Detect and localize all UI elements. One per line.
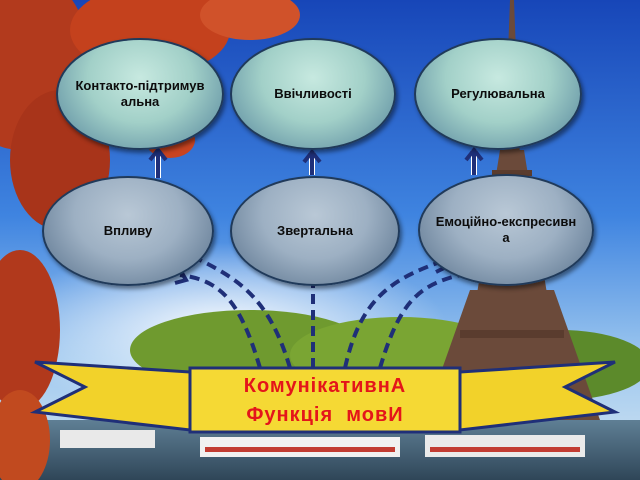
node-regulatory: Регулювальна xyxy=(414,38,582,150)
banner-title: КомунікативнА Функція мовИ xyxy=(190,372,460,430)
banner-ribbon xyxy=(29,360,621,434)
node-address: Звертальна xyxy=(230,176,400,286)
node-contact-support: Контакто-підтримувальна xyxy=(56,38,224,150)
node-label: Регулювальна xyxy=(451,86,545,101)
banner-line-1: КомунікативнА xyxy=(243,375,407,397)
node-label: Впливу xyxy=(103,223,153,238)
node-emotional-expressive: Емоційно-експресивна xyxy=(418,174,594,286)
banner-line-2: Функція мовИ xyxy=(246,404,404,426)
node-label: Звертальна xyxy=(277,223,353,238)
node-label: Ввічливості xyxy=(274,86,352,101)
arrow-to-influence xyxy=(179,273,262,369)
arrow-to-influence-2 xyxy=(199,258,292,369)
arrows xyxy=(179,258,461,369)
node-label: Емоційно-експресивна xyxy=(435,214,577,245)
node-label: Контакто-підтримувальна xyxy=(75,78,205,109)
node-influence: Впливу xyxy=(42,176,214,286)
arrow-to-emotion-2 xyxy=(378,273,461,369)
arrow-to-emotion xyxy=(343,260,441,369)
up-arrows xyxy=(148,146,484,178)
node-politeness: Ввічливості xyxy=(230,38,396,150)
